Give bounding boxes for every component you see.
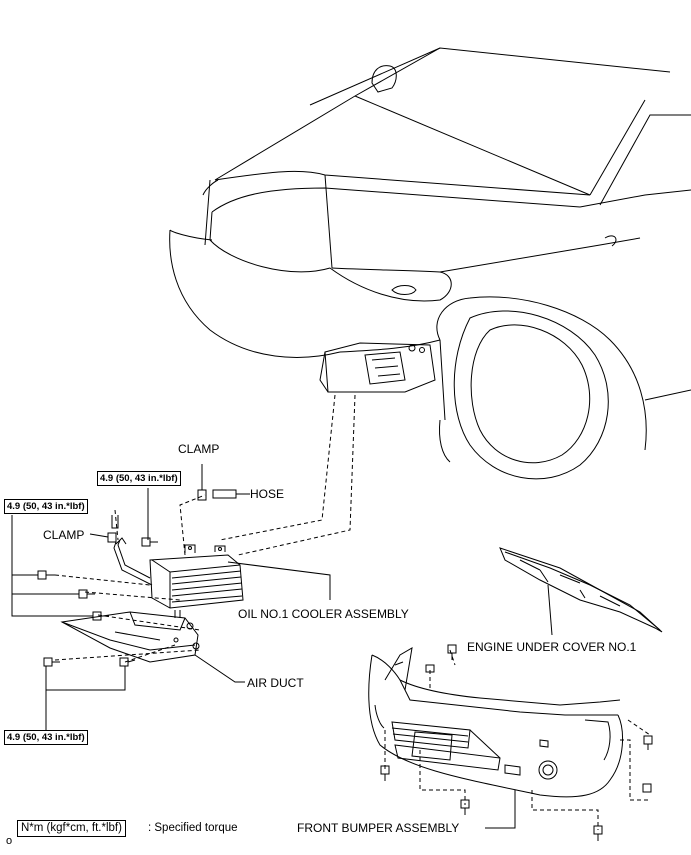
label-hose: HOSE (250, 487, 285, 501)
corner-mark: o (6, 835, 13, 847)
front-bumper-drawing (368, 647, 623, 798)
label-front-bumper-assembly: FRONT BUMPER ASSEMBLY (297, 821, 460, 835)
label-clamp-left: CLAMP (43, 528, 85, 542)
label-oil-cooler-assembly: OIL NO.1 COOLER ASSEMBLY (238, 607, 409, 621)
label-leader-lines (11, 464, 553, 829)
vehicle-front-drawing (169, 47, 691, 480)
engine-under-cover-drawing (499, 547, 663, 633)
torque-spec-upper: 4.9 (50, 43 in.*lbf) (97, 471, 181, 486)
legend-description: : Specified torque (148, 822, 238, 834)
bolt-symbols (37, 489, 653, 841)
oil-cooler-drawing (111, 515, 244, 618)
label-air-duct: AIR DUCT (247, 676, 304, 690)
torque-spec-lower: 4.9 (50, 43 in.*lbf) (4, 730, 88, 745)
air-duct-drawing (60, 611, 200, 663)
label-clamp-top: CLAMP (178, 442, 220, 456)
torque-spec-left: 4.9 (50, 43 in.*lbf) (4, 499, 88, 514)
legend-unit-box: N*m (kgf*cm, ft.*lbf) (17, 820, 126, 837)
label-engine-under-cover: ENGINE UNDER COVER NO.1 (467, 640, 637, 654)
